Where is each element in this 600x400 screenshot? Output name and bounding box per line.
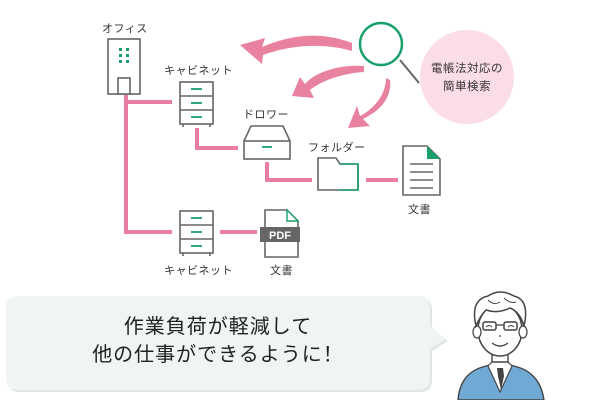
folder-icon (317, 157, 359, 191)
connector-drawer-to-folder (265, 162, 312, 182)
cabinet-top-label: キャビネット (164, 64, 233, 77)
man-avatar (457, 291, 545, 400)
search-caption-line1: 電帳法対応の (431, 61, 503, 75)
cabinet-icon (179, 210, 214, 256)
office-label: オフィス (102, 22, 148, 35)
folder-label: フォルダー (308, 141, 366, 154)
office-icon (107, 38, 141, 95)
pdf-badge: PDF (269, 230, 291, 242)
document-bottom-label: 文書 (270, 264, 293, 277)
search-arrows (240, 35, 391, 128)
arrow-to-folder (348, 78, 391, 128)
callout-text: 作業負荷が軽減して 他の仕事ができるように！ (6, 313, 430, 373)
connector-cabinet-to-drawer (195, 128, 238, 150)
search-caption: 電帳法対応の 簡単検索 (422, 59, 512, 95)
callout-line1: 作業負荷が軽減して (123, 314, 313, 338)
arrow-to-drawer (292, 65, 364, 98)
callout-line2: 他の仕事ができるように！ (92, 342, 344, 366)
arrow-to-cabinet (240, 35, 352, 64)
search-caption-line2: 簡単検索 (443, 79, 491, 93)
pdf-document-icon (260, 208, 300, 258)
search-caption-circle (420, 30, 514, 124)
speech-bubble (6, 296, 448, 392)
drawer-label: ドロワー (243, 108, 289, 121)
drawer-icon (243, 125, 291, 160)
document-icon (402, 145, 441, 196)
document-top-label: 文書 (408, 203, 431, 216)
cabinet-icon (179, 81, 214, 127)
connector-office-to-cabinets (124, 95, 172, 234)
cabinet-bottom-label: キャビネット (164, 264, 233, 277)
hierarchy-connectors (124, 95, 398, 234)
magnifier-icon (358, 21, 420, 84)
